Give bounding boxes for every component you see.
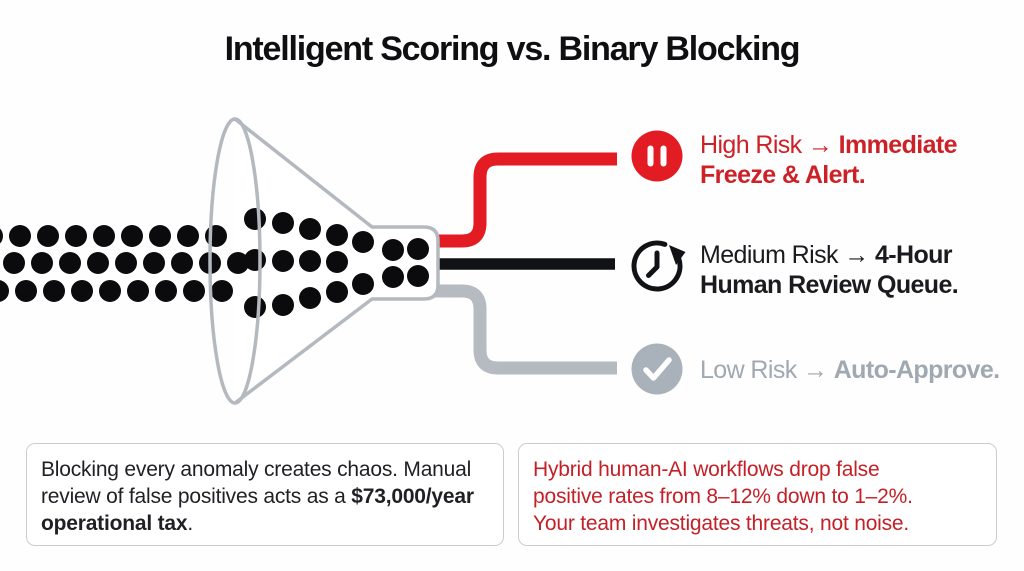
label-medium-risk-line1: Medium Risk → 4-Hour (700, 241, 953, 269)
transaction-dot (326, 281, 348, 303)
transaction-dot (59, 252, 81, 274)
transaction-dot (211, 280, 233, 302)
transaction-dot (177, 225, 199, 247)
label-low-risk: Low Risk → Auto-Approve. (700, 355, 1000, 385)
transaction-dot (272, 212, 294, 234)
transaction-dot (149, 225, 171, 247)
transaction-dot (121, 225, 143, 247)
transaction-dot (244, 249, 266, 271)
page-title: Intelligent Scoring vs. Binary Blocking (224, 30, 801, 68)
transaction-dot (71, 280, 93, 302)
note-left-bold-text: $73,000/year operational tax (41, 485, 474, 535)
transaction-dot (37, 225, 59, 247)
transaction-dot (326, 224, 348, 246)
note-right-line3: Your team investigates threats, not nois… (533, 512, 910, 535)
transaction-dot (227, 252, 249, 274)
transaction-dot (115, 252, 137, 274)
transaction-dot (299, 218, 321, 240)
transaction-dot (9, 225, 31, 247)
note-hybrid-workflow-benefit: Hybrid human-AI workflows drop false pos… (518, 443, 997, 546)
transaction-dot (171, 252, 193, 274)
transaction-dot (15, 280, 37, 302)
transaction-dot (93, 225, 115, 247)
label-low-risk-line1: Low Risk → Auto-Approve. (700, 356, 1000, 384)
funnel-diagram (0, 117, 686, 405)
label-medium-risk-line2: Human Review Queue. (700, 271, 959, 299)
transaction-dot (352, 231, 374, 253)
label-high-risk-line1: High Risk → Immediate (700, 131, 958, 159)
label-medium-risk: Medium Risk → 4-Hour Human Review Queue. (700, 240, 1000, 300)
transaction-dot (244, 208, 266, 230)
funnel-outline (233, 117, 440, 405)
transaction-dot (155, 280, 177, 302)
transaction-dot (183, 280, 205, 302)
clock-icon (631, 240, 686, 292)
transaction-dot-stream (0, 225, 233, 302)
high-risk-connector-line (430, 152, 617, 248)
transaction-dot (205, 225, 227, 247)
transaction-dot (87, 252, 109, 274)
transaction-dot (272, 250, 294, 272)
low-risk-connector-line (430, 284, 617, 375)
pause-icon (631, 130, 683, 182)
note-right-line2: positive rates from 8–12% down to 1–2%. (533, 485, 913, 508)
check-icon (631, 343, 683, 395)
transaction-dot (99, 280, 121, 302)
transaction-dot (407, 238, 429, 260)
transaction-dot (352, 273, 374, 295)
note-binary-blocking-cost: Blocking every anomaly creates chaos. Ma… (26, 443, 504, 546)
transaction-dot (299, 287, 321, 309)
transaction-dot (65, 225, 87, 247)
transaction-dot (326, 251, 348, 273)
transaction-dot (382, 266, 404, 288)
transaction-dot (43, 280, 65, 302)
transaction-dot (31, 252, 53, 274)
transaction-dot (0, 280, 9, 302)
transaction-dot (127, 280, 149, 302)
funnel-mouth (208, 117, 262, 405)
label-high-risk: High Risk → Immediate Freeze & Alert. (700, 130, 1000, 190)
transaction-dot (382, 239, 404, 261)
transaction-dot (244, 296, 266, 318)
transaction-dot (272, 294, 294, 316)
transaction-dot (143, 252, 165, 274)
transaction-dot (0, 228, 3, 244)
label-high-risk-line2: Freeze & Alert. (700, 161, 866, 189)
transaction-dot (407, 265, 429, 287)
note-left-text: Blocking every anomaly creates chaos. Ma… (41, 458, 472, 508)
note-right-line1: Hybrid human-AI workflows drop false (533, 458, 880, 481)
transaction-dot (3, 252, 25, 274)
transaction-dot (299, 250, 321, 272)
